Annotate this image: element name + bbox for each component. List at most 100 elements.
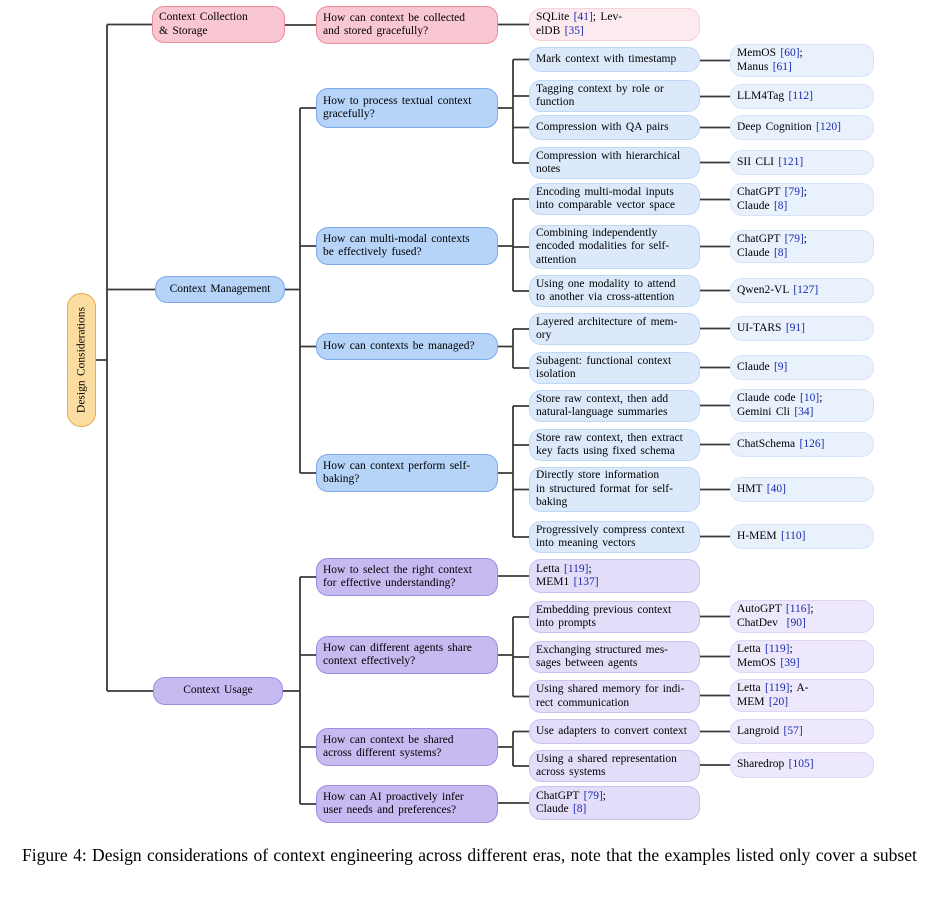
tree-connectors [96, 23, 730, 805]
citation-ref: [41] [573, 11, 593, 23]
tree-node-label: Letta [119]; A-MEM [20] [737, 682, 809, 708]
tree-node-label: AutoGPT [116];ChatDev [90] [737, 603, 814, 629]
tree-node-layered: Layered architecture of mem-ory [529, 313, 700, 345]
citation-ref: [34] [794, 405, 814, 418]
tree-node-label: MemOS [60];Manus [61] [737, 47, 803, 73]
tree-node-q4: How can contexts be managed? [316, 333, 498, 360]
tree-node-root: Design Considerations [67, 293, 96, 427]
tree-node-label: UI-TARS [91] [737, 321, 805, 334]
tree-node-label: How can contexts be managed? [323, 339, 475, 352]
citation-ref: [121] [778, 155, 804, 168]
citation-ref: [137] [573, 576, 599, 588]
tree-node-claude9: Claude [9] [730, 355, 874, 380]
tree-node-usingsharedmem: Using shared memory for indi-rect commun… [529, 680, 700, 713]
tree-node-label: ChatSchema [126] [737, 437, 825, 450]
citation-ref: [40] [766, 482, 786, 495]
tree-node-l1_cm: Context Management [155, 276, 285, 303]
citation-ref: [105] [788, 758, 814, 771]
tree-node-label: Claude code [10];Gemini Cli [34] [737, 392, 823, 418]
tree-node-siicli: SII CLI [121] [730, 150, 874, 175]
tree-node-label: ChatGPT [79];Claude [8] [737, 186, 807, 212]
citation-ref: [79] [583, 789, 603, 802]
tree-node-label: SII CLI [121] [737, 155, 804, 168]
citation-ref: [79] [784, 186, 804, 198]
tree-node-letta_memos: Letta [119];MemOS [39] [730, 640, 874, 673]
tree-node-label: Using shared memory for indi-rect commun… [536, 683, 685, 709]
tree-node-deepcog: Deep Cognition [120] [730, 115, 874, 140]
citation-ref: [57] [783, 724, 803, 737]
citation-ref: [8] [572, 803, 587, 815]
tree-node-chatgpt1: ChatGPT [79];Claude [8] [730, 183, 874, 216]
tree-node-label: Sharedrop [105] [737, 758, 814, 771]
tree-node-langroid: Langroid [57] [730, 719, 874, 744]
citation-ref: [119] [765, 682, 790, 694]
tree-node-label: Use adapters to convert context [536, 724, 687, 737]
tree-node-mark: Mark context with timestamp [529, 47, 700, 72]
tree-node-claudecode: Claude code [10];Gemini Cli [34] [730, 389, 874, 422]
tree-node-chatgpt2: ChatGPT [79];Claude [8] [730, 230, 874, 263]
citation-ref: [8] [773, 246, 788, 259]
tree-node-label: Mark context with timestamp [536, 52, 677, 65]
citation-ref: [119] [765, 643, 790, 655]
tree-node-sqlite: SQLite [41]; Lev-elDB [35] [529, 8, 700, 41]
tree-node-label: Layered architecture of mem-ory [536, 315, 678, 342]
tree-node-sharedrop: Sharedrop [105] [730, 752, 874, 778]
tree-node-label: Compression with QA pairs [536, 120, 669, 133]
tree-node-label: Letta [119];MEM1 [137] [536, 562, 599, 589]
citation-ref: [60] [780, 47, 800, 59]
citation-ref: [126] [799, 437, 825, 450]
tree-node-l1_cu: Context Usage [153, 677, 283, 705]
tree-node-llm4tag: LLM4Tag [112] [730, 84, 874, 109]
tree-node-label: Exchanging structured mes-sages between … [536, 643, 669, 670]
tree-node-label: LLM4Tag [112] [737, 89, 813, 102]
citation-ref: [91] [785, 321, 805, 334]
figure-caption: Figure 4: Design considerations of conte… [22, 845, 917, 865]
tree-node-autogpt: AutoGPT [116];ChatDev [90] [730, 600, 874, 633]
tree-node-chatgpt_infer: ChatGPT [79];Claude [8] [529, 786, 700, 820]
tree-node-label: Langroid [57] [737, 724, 803, 737]
citation-ref: [127] [793, 283, 819, 296]
tree-node-label: Context Collection& Storage [159, 11, 248, 37]
tree-node-hmem: H-MEM [110] [730, 524, 874, 549]
tree-node-label: Qwen2-VL [127] [737, 283, 819, 296]
citation-ref: [9] [773, 360, 788, 373]
tree-node-label: Letta [119];MemOS [39] [737, 643, 800, 669]
tree-node-label: Deep Cognition [120] [737, 120, 841, 133]
tree-node-exchanging: Exchanging structured mes-sages between … [529, 641, 700, 673]
tree-node-letta_mem1: Letta [119];MEM1 [137] [529, 559, 700, 593]
citation-ref: [119] [564, 562, 589, 575]
citation-ref: [39] [780, 656, 800, 669]
tree-node-label: Context Management [169, 282, 271, 295]
citation-ref: [79] [784, 233, 804, 245]
citation-ref: [10] [800, 392, 820, 404]
